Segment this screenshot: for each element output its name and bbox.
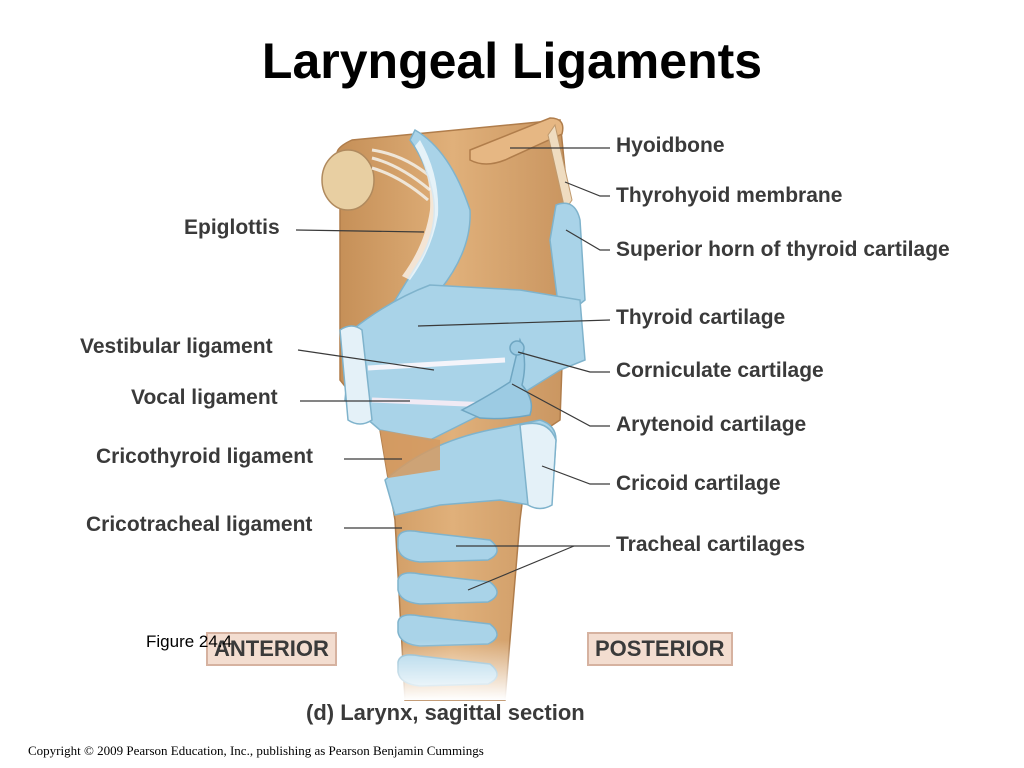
arytenoid-cartilage: [460, 337, 533, 420]
posterior-tag: POSTERIOR: [587, 632, 733, 666]
leader-lines-right: [417, 147, 611, 591]
label-superior-horn: Superior horn of thyroid cartilage: [616, 238, 950, 261]
slide-title: Laryngeal Ligaments: [261, 33, 763, 89]
cricothyroid-ligament: [380, 430, 440, 478]
label-arytenoid-cartilage: Arytenoid cartilage: [616, 413, 807, 436]
label-cricotracheal-ligament: Cricotracheal ligament: [86, 513, 313, 536]
label-thyrohyoid-membrane: Thyrohyoid membrane: [616, 184, 843, 207]
label-hyoid-bone: Hyoidbone: [616, 134, 725, 157]
anterior-tag: ANTERIOR: [206, 632, 337, 666]
copyright-notice: Copyright © 2009 Pearson Education, Inc.…: [28, 743, 484, 758]
diagram-caption: (d) Larynx, sagittal section: [306, 700, 585, 725]
label-tracheal-cartilages: Tracheal cartilages: [616, 533, 806, 556]
tracheal-ring-1: [397, 530, 498, 563]
label-cricoid-cartilage: Cricoid cartilage: [616, 472, 781, 495]
leader-lines-left: [295, 229, 435, 529]
label-epiglottis: Epiglottis: [184, 216, 280, 239]
label-vestibular-ligament: Vestibular ligament: [80, 335, 273, 358]
hyoid-bone: [469, 117, 564, 165]
vestibular-ligament: [367, 357, 506, 371]
label-thyroid-cartilage: Thyroid cartilage: [616, 306, 786, 329]
tracheal-ring-2: [397, 572, 498, 605]
figure-reference: Figure 24.4: [146, 632, 232, 651]
label-vocal-ligament: Vocal ligament: [131, 386, 278, 409]
corniculate-cartilage: [509, 340, 525, 356]
label-cricothyroid-ligament: Cricothyroid ligament: [96, 445, 314, 468]
label-corniculate-cartilage: Corniculate cartilage: [616, 359, 824, 382]
hyoid-left-end: [321, 149, 375, 211]
